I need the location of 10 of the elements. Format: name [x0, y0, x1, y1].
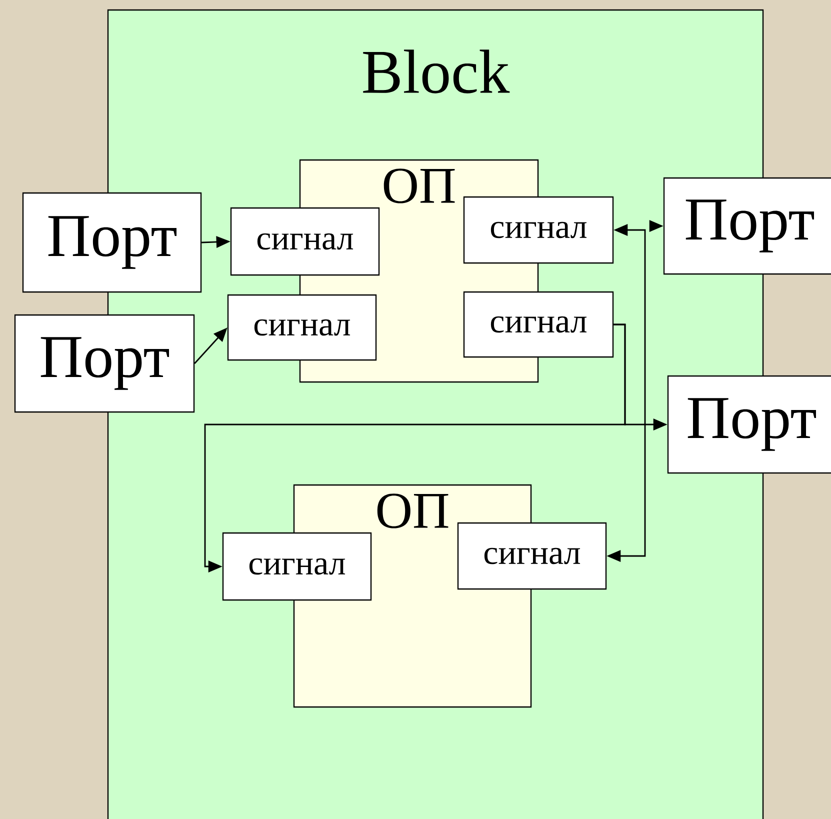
port-box: Порт [22, 192, 202, 293]
port-box: Порт [663, 177, 831, 275]
port-box: Порт [14, 314, 195, 413]
signal-box: сигнал [457, 522, 607, 590]
signal-box: сигнал [222, 532, 372, 601]
port-box: Порт [667, 375, 831, 474]
signal-box: сигнал [227, 294, 377, 361]
signal-box: сигнал [230, 207, 380, 276]
signal-box: сигнал [463, 291, 614, 358]
signal-box: сигнал [463, 196, 614, 264]
